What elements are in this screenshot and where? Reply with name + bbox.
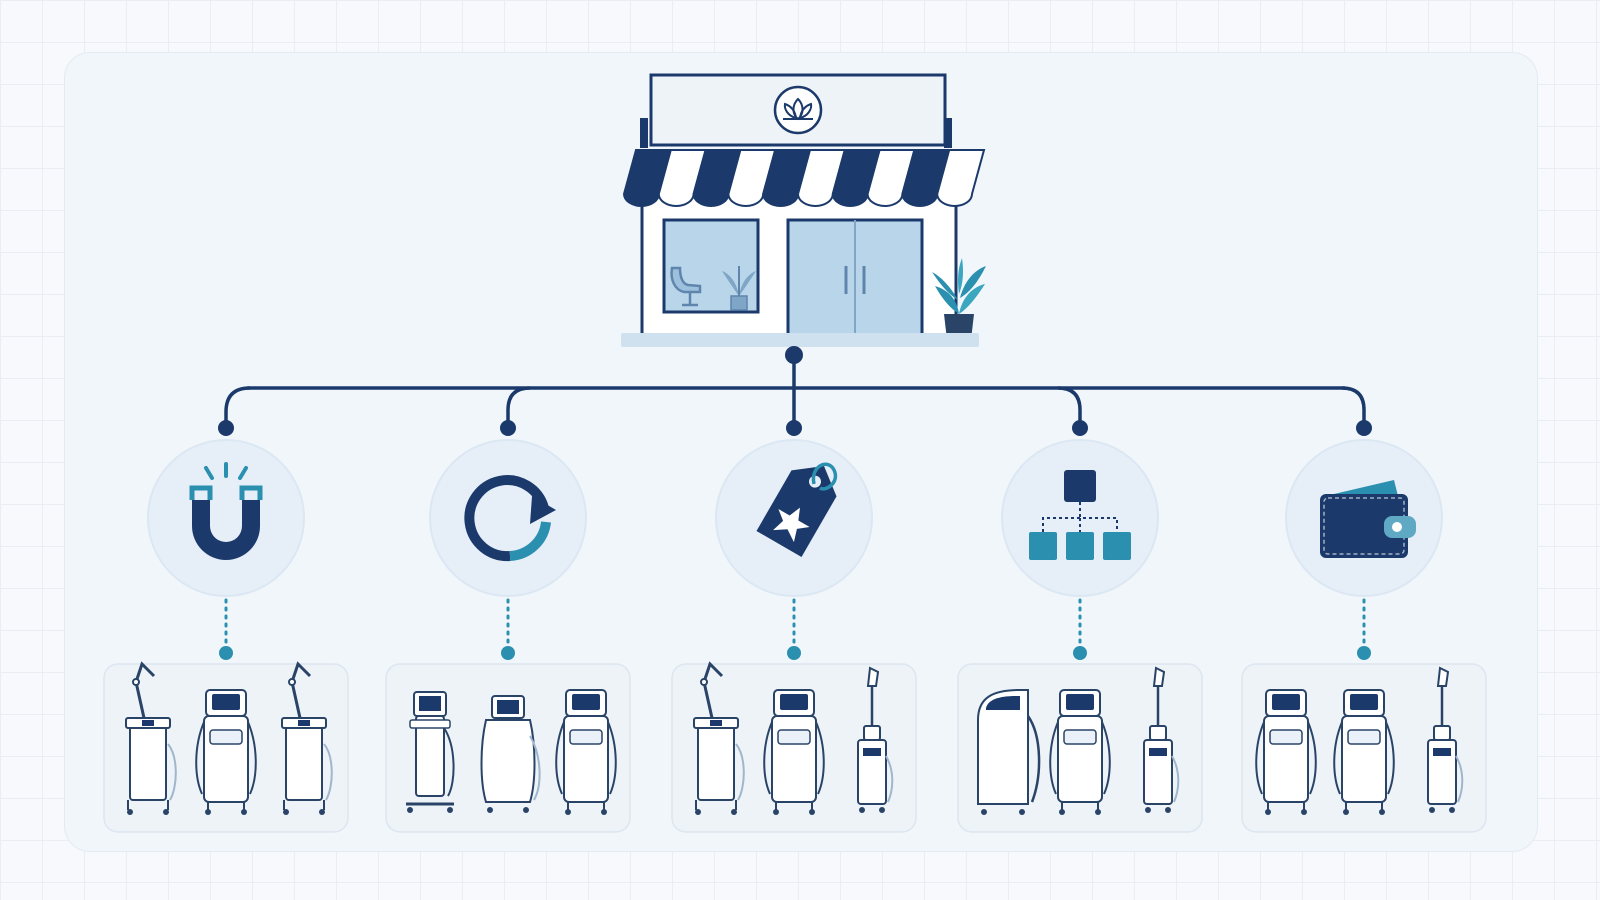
connector-dot	[219, 646, 233, 660]
dual-handle-unit-machine	[1049, 689, 1111, 816]
branch	[1241, 420, 1487, 833]
branch-node	[500, 420, 516, 436]
connector-tree	[224, 355, 1366, 430]
awning-stripe	[936, 149, 986, 207]
ipl-handpiece-unit-machine	[195, 689, 257, 816]
branch-node	[1072, 420, 1088, 436]
sign-bracket-right	[944, 118, 952, 148]
icon-circle	[147, 439, 305, 597]
dual-handle-unit-machine	[555, 689, 617, 816]
sign-bracket-left	[640, 118, 648, 148]
branch-node	[218, 420, 234, 436]
branch-node	[786, 420, 802, 436]
chair-icon	[670, 266, 702, 307]
branch	[103, 420, 349, 833]
sidewalk	[621, 333, 979, 347]
dual-handle-unit-machine	[1255, 689, 1317, 816]
branch	[957, 420, 1203, 833]
root-node	[785, 346, 803, 364]
connector-dot	[501, 646, 515, 660]
awning	[622, 149, 986, 207]
branch	[671, 420, 917, 833]
connector-dot	[1073, 646, 1087, 660]
dual-handle-unit-machine	[1333, 689, 1395, 816]
shop-window	[662, 218, 760, 314]
connector-dot	[787, 646, 801, 660]
connector-dot	[1357, 646, 1371, 660]
icon-circle	[429, 439, 587, 597]
branch	[385, 420, 631, 833]
storefront	[621, 73, 986, 347]
branch-node	[1356, 420, 1372, 436]
window-plant-icon	[722, 266, 756, 311]
dual-handle-unit-machine	[763, 689, 825, 816]
glass-door	[786, 218, 924, 338]
lotus-icon	[773, 85, 823, 135]
